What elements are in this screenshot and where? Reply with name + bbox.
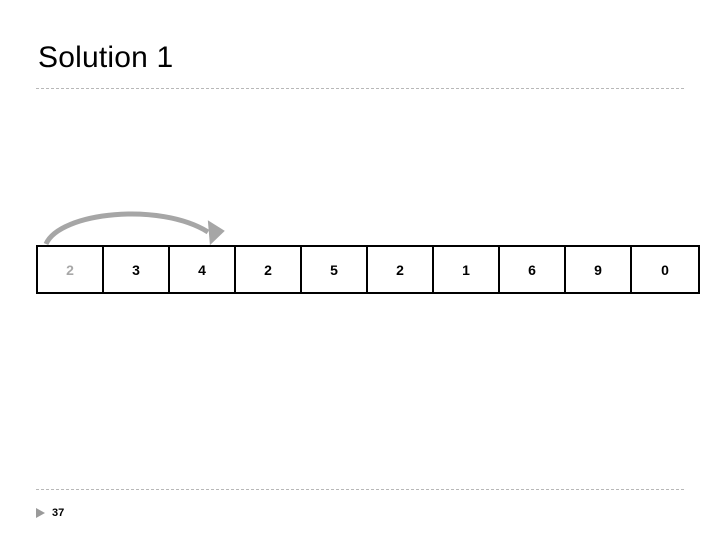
array-row: 2 3 4 2 5 2 1 6 9 0	[36, 245, 700, 294]
array-cell[interactable]: 0	[632, 247, 698, 292]
array-cell[interactable]: 9	[566, 247, 632, 292]
array-cell[interactable]: 2	[368, 247, 434, 292]
page-title: Solution 1	[38, 41, 174, 74]
array-cell[interactable]: 2	[38, 247, 104, 292]
array-cell[interactable]: 6	[500, 247, 566, 292]
array-cell[interactable]: 4	[170, 247, 236, 292]
footer-divider	[36, 489, 684, 490]
array-cell[interactable]: 2	[236, 247, 302, 292]
curved-arrow-icon	[40, 198, 230, 250]
slide-number: 37	[52, 507, 65, 519]
array-cell[interactable]: 5	[302, 247, 368, 292]
play-triangle-icon	[36, 508, 45, 518]
array-cell[interactable]: 1	[434, 247, 500, 292]
title-divider	[36, 88, 684, 89]
array-cell[interactable]: 3	[104, 247, 170, 292]
